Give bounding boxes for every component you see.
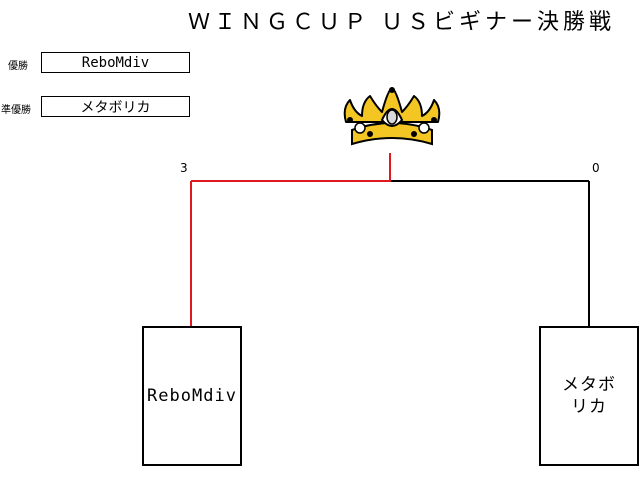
winner-name-box: ReboMdiv (41, 52, 190, 73)
right-score: 0 (592, 161, 600, 175)
team-box-left: ReboMdiv (142, 326, 242, 466)
winner-label: 優勝 (8, 61, 28, 72)
team-name-right-line1: メタボ (562, 375, 616, 395)
team-name-left: ReboMdiv (147, 386, 237, 406)
team-box-right: メタボ リカ (539, 326, 639, 466)
runnerup-name-box: メタボリカ (41, 96, 190, 117)
runnerup-label: 準優勝 (1, 105, 31, 116)
page-title: ＷＩＮＧＣＵＰ ＵＳビギナー決勝戦 (188, 10, 615, 35)
team-name-right-line2: リカ (571, 397, 607, 417)
crown-icon (343, 87, 441, 146)
left-score: 3 (180, 161, 188, 175)
